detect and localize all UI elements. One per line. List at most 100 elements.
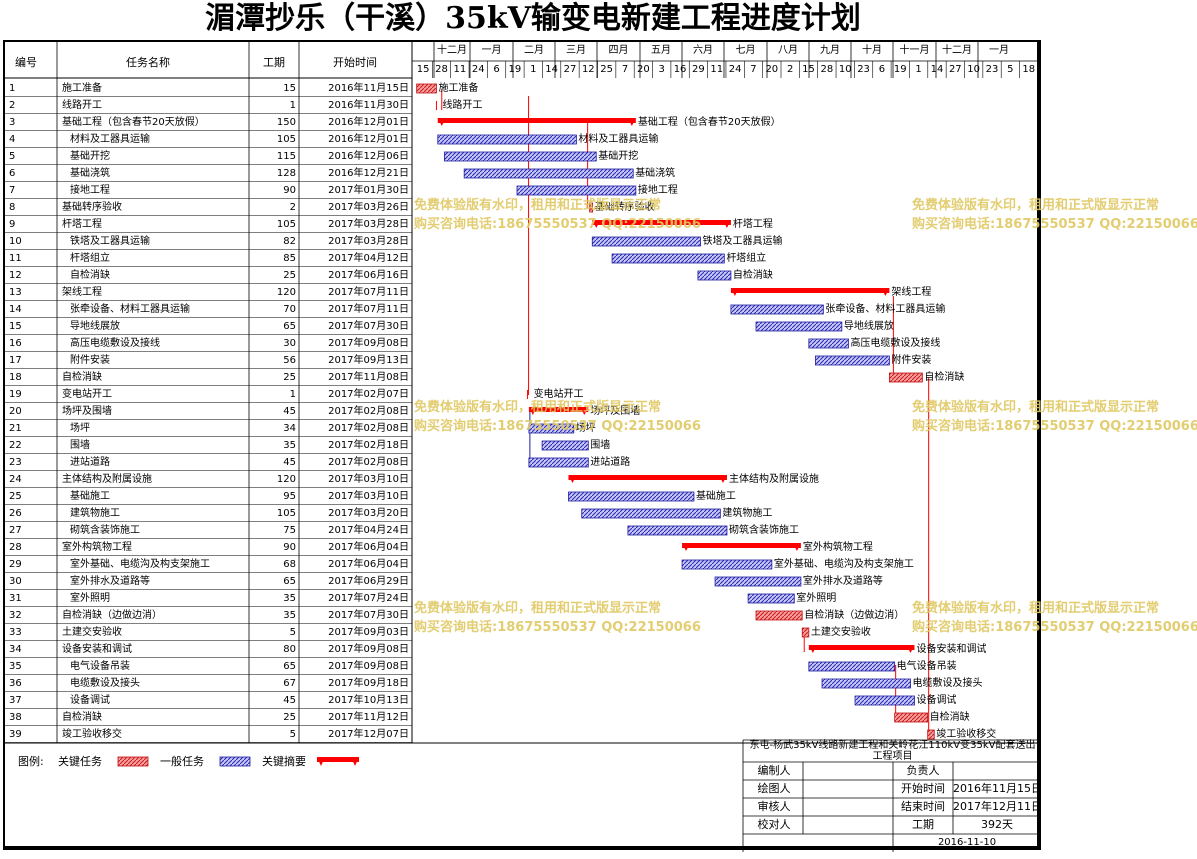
critical-task-bar	[589, 202, 594, 213]
task-duration: 90	[283, 185, 296, 196]
summary-cap	[881, 288, 890, 296]
watermark-line2: 购买咨询电话:18675550537 QQ:22150066	[414, 620, 701, 635]
task-id: 10	[9, 236, 22, 247]
task-duration: 68	[283, 559, 296, 570]
task-id: 26	[9, 508, 22, 519]
bar-label: 杆塔组立	[726, 253, 767, 264]
month-label: 十二月	[942, 45, 972, 56]
task-id: 22	[9, 440, 22, 451]
task-name: 自检消缺	[70, 270, 110, 281]
task-id: 33	[9, 627, 22, 638]
task-start: 2017年06月04日	[328, 542, 409, 553]
task-name: 材料及工器具运输	[70, 134, 150, 145]
task-start: 2017年04月24日	[328, 525, 409, 536]
bar-label: 施工准备	[438, 83, 479, 94]
normal-task-bar	[581, 508, 721, 519]
normal-task-bar	[568, 491, 695, 502]
normal-task-bar	[808, 338, 849, 349]
task-name: 接地工程	[70, 185, 110, 196]
task-start: 2017年02月08日	[328, 457, 409, 468]
task-start: 2017年02月08日	[328, 406, 409, 417]
bar-label: 室外照明	[796, 593, 837, 604]
normal-task-bar	[697, 270, 732, 281]
task-name: 室外构筑物工程	[62, 542, 132, 553]
summary-cap	[528, 407, 537, 415]
bar-label: 张牵设备、材料工器具运输	[825, 304, 946, 315]
task-duration: 95	[283, 491, 296, 502]
task-id: 36	[9, 678, 22, 689]
task-id: 32	[9, 610, 22, 621]
week-label: 23	[857, 64, 870, 75]
task-id: 11	[9, 253, 22, 264]
week-label: 5	[1007, 64, 1014, 75]
watermark-line1: 免费体验版有水印，租用和正式版显示正常	[414, 400, 662, 415]
bar-label: 基础开挖	[598, 151, 639, 162]
task-start: 2017年02月08日	[328, 423, 409, 434]
end-label: 结束时间	[901, 800, 945, 813]
task-id: 27	[9, 525, 22, 536]
header-id: 编号	[15, 56, 37, 69]
task-start: 2017年09月08日	[328, 338, 409, 349]
task-duration: 45	[283, 457, 296, 468]
task-start: 2016年12月06日	[328, 151, 409, 162]
task-duration: 15	[283, 83, 296, 94]
normal-task-bar	[821, 678, 911, 689]
task-start: 2016年11月30日	[328, 100, 409, 111]
legend-normal-swatch	[219, 756, 251, 767]
task-start: 2017年11月08日	[328, 372, 409, 383]
task-start: 2017年07月24日	[328, 593, 409, 604]
task-name: 自检消缺	[62, 372, 102, 383]
week-label: 11	[453, 64, 467, 75]
task-name: 围墙	[70, 440, 90, 451]
bar-label: 电缆敷设及接头	[912, 678, 983, 689]
normal-task-bar	[528, 457, 589, 468]
watermark-line1: 免费体验版有水印，租用和正式版显示正常	[414, 198, 662, 213]
critical-task-bar	[801, 627, 810, 638]
task-id: 23	[9, 457, 22, 468]
watermark-line2: 购买咨询电话:18675550537 QQ:22150066	[414, 217, 701, 232]
task-start: 2017年03月10日	[328, 474, 409, 485]
week-label: 24	[471, 64, 485, 75]
task-name: 附件安装	[70, 355, 110, 366]
task-start: 2017年06月16日	[328, 270, 409, 281]
task-duration: 1	[289, 100, 296, 111]
month-label: 一月	[481, 45, 502, 56]
bar-label: 竣工验收移交	[936, 729, 997, 740]
critical-task-bar	[888, 372, 923, 383]
task-name: 竣工验收移交	[62, 729, 122, 740]
task-duration: 25	[283, 372, 296, 383]
bar-label: 附件安装	[891, 355, 932, 366]
task-duration: 1	[289, 389, 296, 400]
task-id: 2	[9, 100, 16, 111]
week-label: 20	[636, 64, 650, 75]
bar-label: 基础浇筑	[635, 168, 676, 179]
task-id: 6	[9, 168, 16, 179]
task-duration: 105	[276, 219, 296, 230]
task-start: 2017年01月30日	[328, 185, 409, 196]
month-label: 七月	[735, 45, 756, 56]
task-id: 13	[9, 287, 22, 298]
bar-label: 主体结构及附属设施	[728, 474, 819, 485]
watermark-line1: 免费体验版有水印，租用和正式版显示正常	[912, 400, 1160, 415]
task-id: 14	[9, 304, 22, 315]
summary-cap	[627, 118, 636, 126]
task-name: 自检消缺（边做边消）	[62, 610, 162, 621]
week-label: 28	[435, 64, 448, 75]
summary-cap	[808, 645, 817, 653]
bar-label: 变电站开工	[533, 389, 584, 400]
task-start: 2017年09月18日	[328, 678, 409, 689]
task-start: 2017年03月28日	[328, 219, 409, 230]
summary-cap	[722, 220, 731, 228]
task-duration: 45	[283, 695, 296, 706]
task-name: 建筑物施工	[70, 508, 120, 519]
task-start: 2016年12月01日	[328, 134, 409, 145]
summary-bar	[592, 220, 731, 225]
task-name: 高压电缆敷设及接线	[70, 338, 160, 349]
bar-label: 砌筑含装饰施工	[728, 525, 799, 536]
task-id: 7	[9, 185, 16, 196]
task-start: 2017年07月30日	[328, 610, 409, 621]
normal-task-bar	[516, 185, 637, 196]
task-duration: 5	[289, 729, 296, 740]
task-name: 砌筑含装饰施工	[70, 525, 140, 536]
week-label: 20	[765, 64, 779, 75]
